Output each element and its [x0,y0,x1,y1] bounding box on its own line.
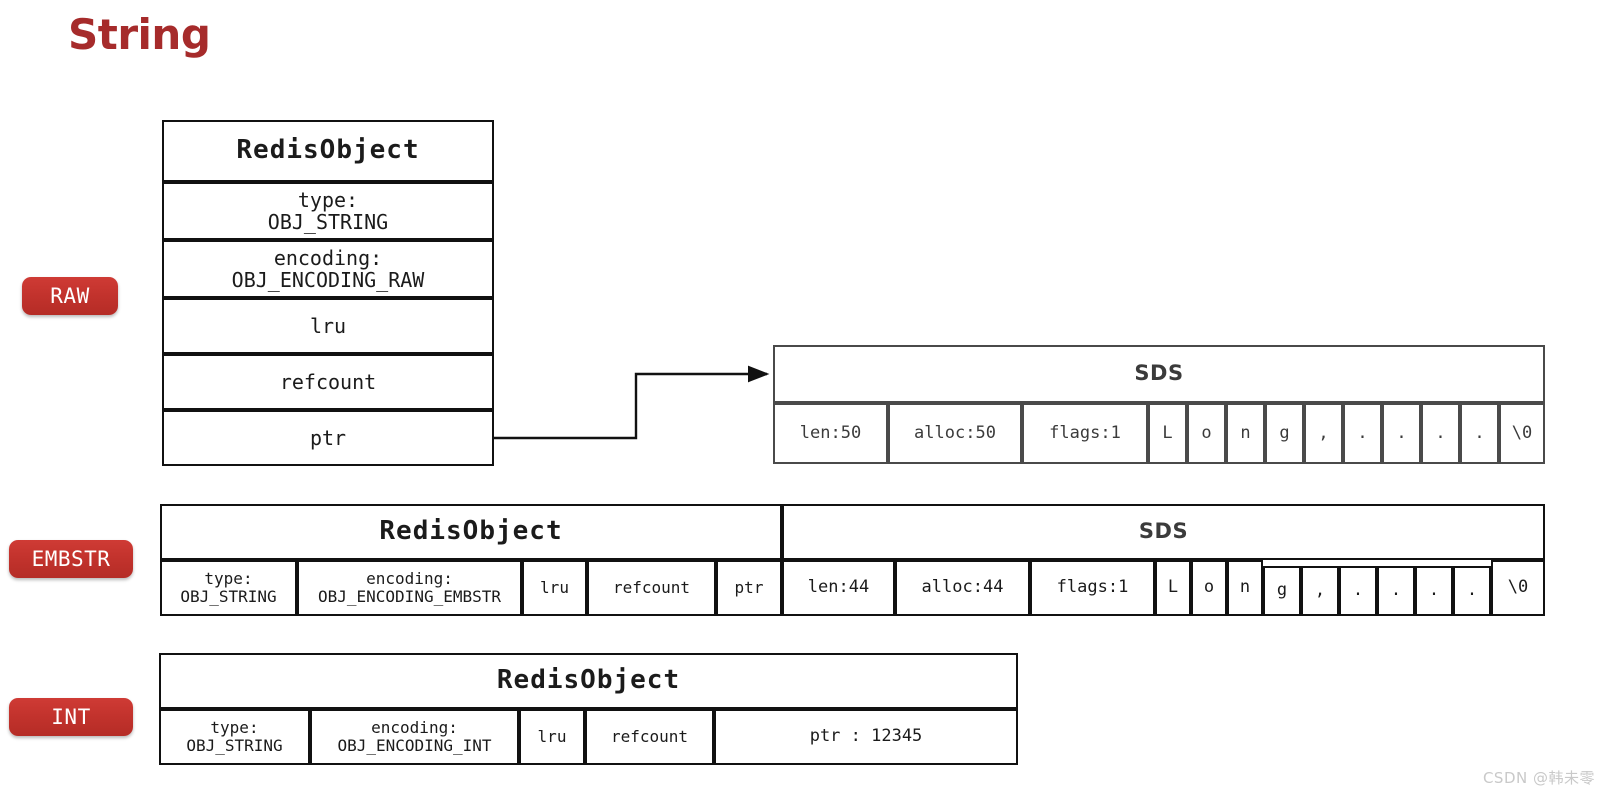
raw-redisobject-header: RedisObject [162,120,494,182]
raw-field-lru: lru [162,298,494,354]
raw-sds-cell-char-7: . [1421,403,1460,464]
raw-sds-cell-char-4: , [1304,403,1343,464]
raw-sds-header: SDS [773,345,1545,403]
embstr-sds-cell-char-8: . [1453,566,1491,616]
raw-sds-cell-char-6: . [1382,403,1421,464]
raw-sds-cell-char-1: o [1187,403,1226,464]
raw-sds-cell-char-8: . [1460,403,1499,464]
embstr-field-type: type: OBJ_STRING [160,560,297,616]
raw-field-ptr: ptr [162,410,494,466]
ptr-to-sds-connector [490,340,780,464]
watermark: CSDN @韩未零 [1482,769,1595,787]
raw-sds-cell-char-5: . [1343,403,1382,464]
embstr-sds-cell-alloc: alloc:44 [895,560,1030,616]
embstr-sds-cell-char-7: . [1415,566,1453,616]
raw-field-encoding: encoding: OBJ_ENCODING_RAW [162,240,494,298]
raw-sds-cell-char-0: L [1148,403,1187,464]
embstr-field-ptr: ptr [716,560,782,616]
embstr-sds-header: SDS [782,504,1545,560]
raw-sds-cell-flags: flags:1 [1022,403,1148,464]
int-field-lru: lru [519,709,585,765]
embstr-sds-cell-char-6: . [1377,566,1415,616]
badge-int[interactable]: INT [9,698,133,736]
embstr-sds-cell-char-4: , [1301,566,1339,616]
int-field-encoding: encoding: OBJ_ENCODING_INT [310,709,519,765]
raw-field-type: type: OBJ_STRING [162,182,494,240]
embstr-sds-cell-null: \0 [1491,560,1545,616]
embstr-sds-cell-len: len:44 [782,560,895,616]
embstr-sds-cell-char-2: n [1227,560,1263,616]
int-redisobject-header: RedisObject [159,653,1018,709]
raw-sds-cell-alloc: alloc:50 [888,403,1022,464]
int-field-ptr: ptr : 12345 [714,709,1018,765]
raw-sds-cell-null: \0 [1499,403,1545,464]
embstr-field-lru: lru [522,560,587,616]
embstr-sds-cell-flags: flags:1 [1030,560,1155,616]
embstr-redisobject-header: RedisObject [160,504,782,560]
embstr-sds-cell-char-1: o [1191,560,1227,616]
embstr-field-refcount: refcount [587,560,716,616]
embstr-sds-cell-char-5: . [1339,566,1377,616]
embstr-sds-cell-char-0: L [1155,560,1191,616]
badge-embstr[interactable]: EMBSTR [9,540,133,578]
embstr-field-encoding: encoding: OBJ_ENCODING_EMBSTR [297,560,522,616]
int-field-type: type: OBJ_STRING [159,709,310,765]
int-field-refcount: refcount [585,709,714,765]
raw-sds-cell-char-3: g [1265,403,1304,464]
raw-sds-cell-char-2: n [1226,403,1265,464]
page-title: String [68,10,211,59]
badge-raw[interactable]: RAW [22,277,118,315]
raw-sds-cell-len: len:50 [773,403,888,464]
raw-field-refcount: refcount [162,354,494,410]
embstr-sds-cell-char-3: g [1263,566,1301,616]
